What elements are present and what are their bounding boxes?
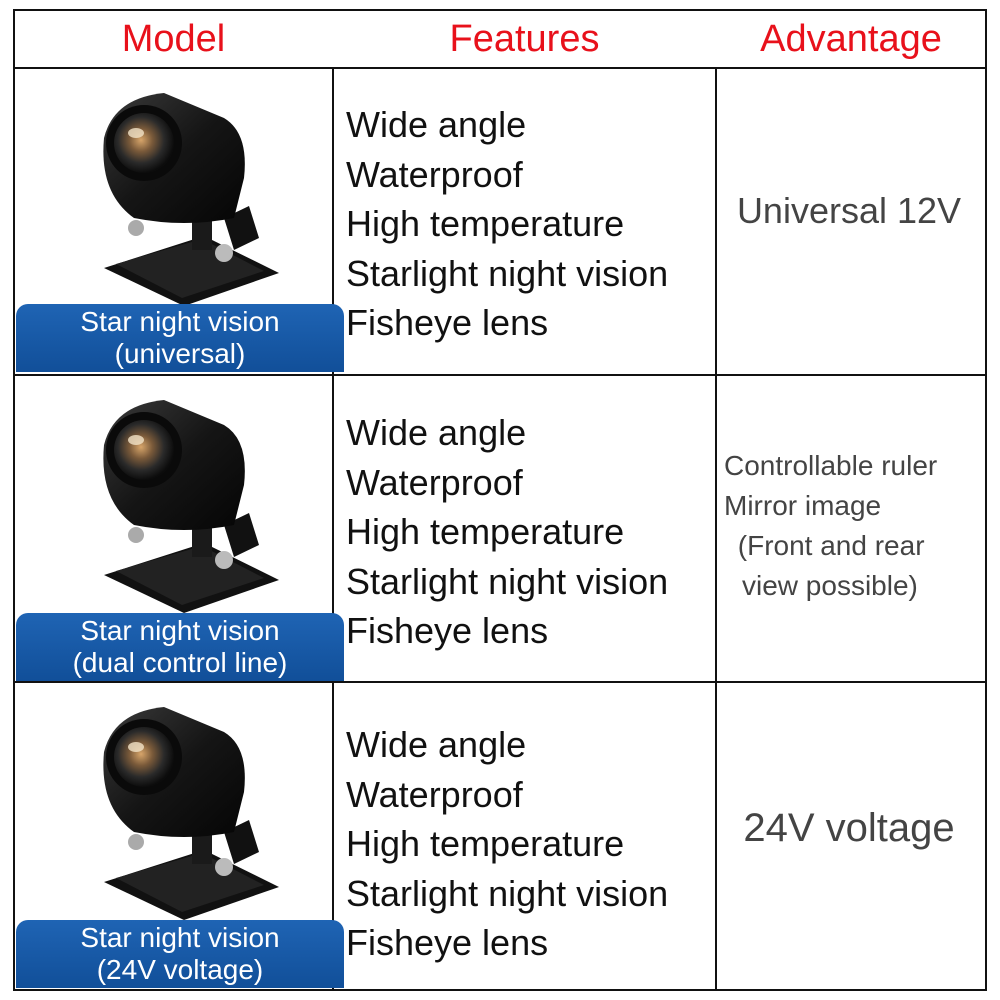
model-cell-2: Star night vision (dual control line) [14, 377, 344, 681]
features-list-3: Wide angle Waterproof High temperature S… [346, 720, 668, 968]
feature-item: Fisheye lens [346, 610, 549, 651]
advantage-text: 24V voltage [743, 806, 955, 850]
feature-item: Starlight night vision [346, 560, 669, 602]
feature-item: Starlight night vision [346, 252, 669, 294]
model-badge: Star night vision (24V voltage) [16, 920, 344, 988]
feature-item: Fisheye lens [346, 302, 549, 343]
badge-line-2: (24V voltage) [96, 954, 264, 985]
advantage-cell-2: Controllable ruler Mirror image (Front a… [718, 446, 980, 606]
advantage-cell-1: Universal 12V [718, 190, 980, 232]
feature-item: Waterproof [346, 773, 523, 815]
model-badge: Star night vision (universal) [16, 304, 344, 372]
header-advantage: Advantage [760, 17, 942, 60]
badge-line-1: Star night vision [80, 615, 280, 646]
camera-image [103, 707, 279, 920]
model-badge: Star night vision (dual control line) [16, 613, 344, 681]
badge-line-1: Star night vision [80, 922, 280, 953]
feature-item: Wide angle [346, 412, 527, 453]
header-features: Features [449, 17, 600, 60]
advantage-text: Universal 12V [736, 190, 962, 231]
camera-image [103, 400, 279, 613]
features-list-2: Wide angle Waterproof High temperature S… [346, 408, 668, 656]
feature-item: Waterproof [346, 461, 523, 503]
advantage-line: (Front and rear [730, 530, 925, 561]
features-list-1: Wide angle Waterproof High temperature S… [346, 100, 668, 348]
camera-image [103, 93, 279, 306]
feature-item: Fisheye lens [346, 922, 549, 963]
feature-item: Starlight night vision [346, 872, 669, 914]
feature-item: Wide angle [346, 724, 527, 765]
feature-item: High temperature [346, 203, 625, 244]
advantage-line: Mirror image [724, 490, 882, 521]
advantage-line: view possible) [742, 570, 918, 601]
model-cell-3: Star night vision (24V voltage) [14, 684, 344, 988]
model-cell-1: Star night vision (universal) [14, 70, 344, 374]
feature-item: High temperature [346, 823, 625, 864]
feature-item: Waterproof [346, 153, 523, 195]
feature-item: Wide angle [346, 104, 527, 145]
advantage-line: Controllable ruler [724, 450, 938, 481]
badge-line-2: (universal) [114, 338, 246, 369]
badge-line-1: Star night vision [80, 306, 280, 337]
badge-line-2: (dual control line) [72, 647, 288, 678]
header-model: Model [121, 17, 226, 60]
table-border [13, 9, 987, 991]
feature-item: High temperature [346, 511, 625, 552]
advantage-cell-3: 24V voltage [718, 806, 980, 851]
